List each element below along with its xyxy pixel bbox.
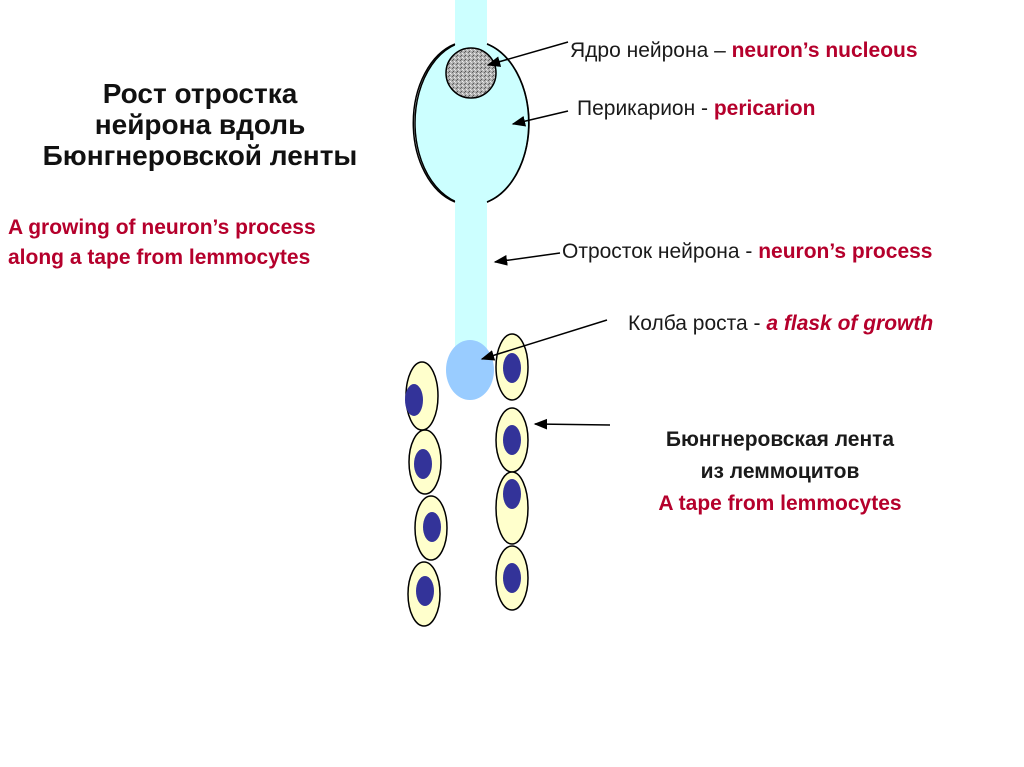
arrow-process xyxy=(493,252,561,266)
arrow-tape xyxy=(533,418,611,430)
label-nucleus: Ядро нейрона – neuron’s nucleous xyxy=(570,39,918,63)
arrow-nucleus xyxy=(486,41,569,67)
label-process-ru: Отросток нейрона - xyxy=(562,240,759,263)
label-tape: Бюнгнеровская лента из леммоцитов A tape… xyxy=(620,424,940,520)
label-flask-en: a flask of growth xyxy=(766,312,934,335)
arrow-pericarion xyxy=(511,110,569,127)
label-pericarion-ru: Перикарион - xyxy=(577,97,714,120)
title-line: Бюнгнеровской ленты xyxy=(42,140,358,171)
title-line: нейрона вдоль xyxy=(94,109,306,140)
label-nucleus-en: neuron’s nucleous xyxy=(731,39,918,62)
slide-title: Рост отростка нейрона вдоль Бюнгнеровско… xyxy=(0,78,400,171)
slide-subtitle: A growing of neuron’s process along a ta… xyxy=(8,213,316,273)
label-flask-ru: Колба роста - xyxy=(628,312,767,335)
label-process-en: neuron’s process xyxy=(758,240,933,263)
label-flask: Колба роста - a flask of growth xyxy=(628,312,933,336)
arrow-flask xyxy=(480,319,608,361)
label-tape-ru: Бюнгнеровская лента xyxy=(665,428,895,451)
label-process: Отросток нейрона - neuron’s process xyxy=(562,240,932,264)
subtitle-line: A growing of neuron’s process xyxy=(8,216,316,239)
title-line: Рост отростка xyxy=(102,78,298,109)
lemmocytes-left xyxy=(405,361,448,627)
label-tape-en: A tape from lemmocytes xyxy=(658,492,902,515)
label-tape-ru: из леммоцитов xyxy=(700,460,860,483)
label-nucleus-ru: Ядро нейрона – xyxy=(570,39,732,62)
neuron-nucleus xyxy=(445,47,497,99)
subtitle-line: along a tape from lemmocytes xyxy=(8,246,311,269)
label-pericarion: Перикарион - pericarion xyxy=(577,97,815,121)
label-pericarion-en: pericarion xyxy=(713,97,816,120)
growth-cone xyxy=(446,340,494,400)
lemmocytes-right xyxy=(495,333,529,611)
